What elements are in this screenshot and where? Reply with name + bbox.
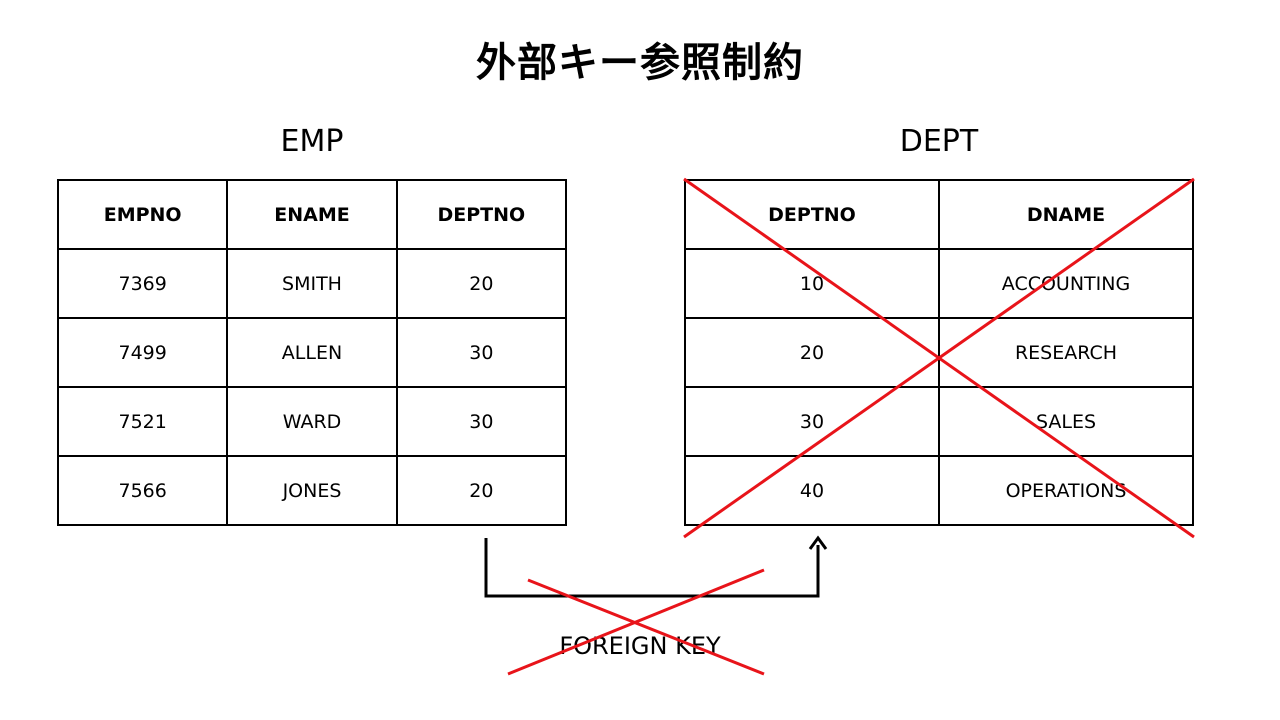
emp-cell: 7566 [56,455,229,526]
table-row: 7499 ALLEN 30 [56,317,568,388]
emp-header-row: EMPNO ENAME DEPTNO [56,179,568,250]
dept-cell: ACCOUNTING [938,248,1194,319]
table-row: 7521 WARD 30 [56,386,568,457]
dept-cell: OPERATIONS [938,455,1194,526]
emp-col-deptno: DEPTNO [395,179,568,250]
emp-col-empno: EMPNO [56,179,229,250]
table-row: 30 SALES [684,386,1194,457]
emp-cell: ALLEN [226,317,398,388]
emp-cell: JONES [226,455,398,526]
emp-col-ename: ENAME [226,179,398,250]
dept-cross-line-2 [683,177,1195,539]
emp-cell: 7369 [56,248,229,319]
dept-table: DEPTNO DNAME 10 ACCOUNTING 20 RESEARCH 3… [684,179,1194,526]
page-title: 外部キー参照制約 [476,40,804,86]
table-row: 40 OPERATIONS [684,455,1194,526]
fk-cross-line-1 [527,578,765,676]
emp-cell: 20 [395,455,568,526]
emp-cell: 30 [395,317,568,388]
emp-cell: 7499 [56,317,229,388]
emp-table-name: EMP [280,124,344,159]
dept-cell: 30 [684,386,940,457]
emp-cell: 20 [395,248,568,319]
fk-cross-line-2 [507,568,765,676]
table-row: 10 ACCOUNTING [684,248,1194,319]
dept-col-deptno: DEPTNO [684,179,940,250]
dept-cell: 40 [684,455,940,526]
emp-cell: SMITH [226,248,398,319]
dept-table-name: DEPT [899,124,979,159]
table-row: 7369 SMITH 20 [56,248,568,319]
arrow-head-icon [808,535,828,550]
table-row: 7566 JONES 20 [56,455,568,526]
emp-cell: 30 [395,386,568,457]
foreign-key-connector [484,538,820,598]
emp-cell: WARD [226,386,398,457]
emp-table: EMPNO ENAME DEPTNO 7369 SMITH 20 7499 AL… [56,179,568,526]
dept-col-dname: DNAME [938,179,1194,250]
emp-cell: 7521 [56,386,229,457]
dept-cell: SALES [938,386,1194,457]
dept-cell: 10 [684,248,940,319]
dept-header-row: DEPTNO DNAME [684,179,1194,250]
